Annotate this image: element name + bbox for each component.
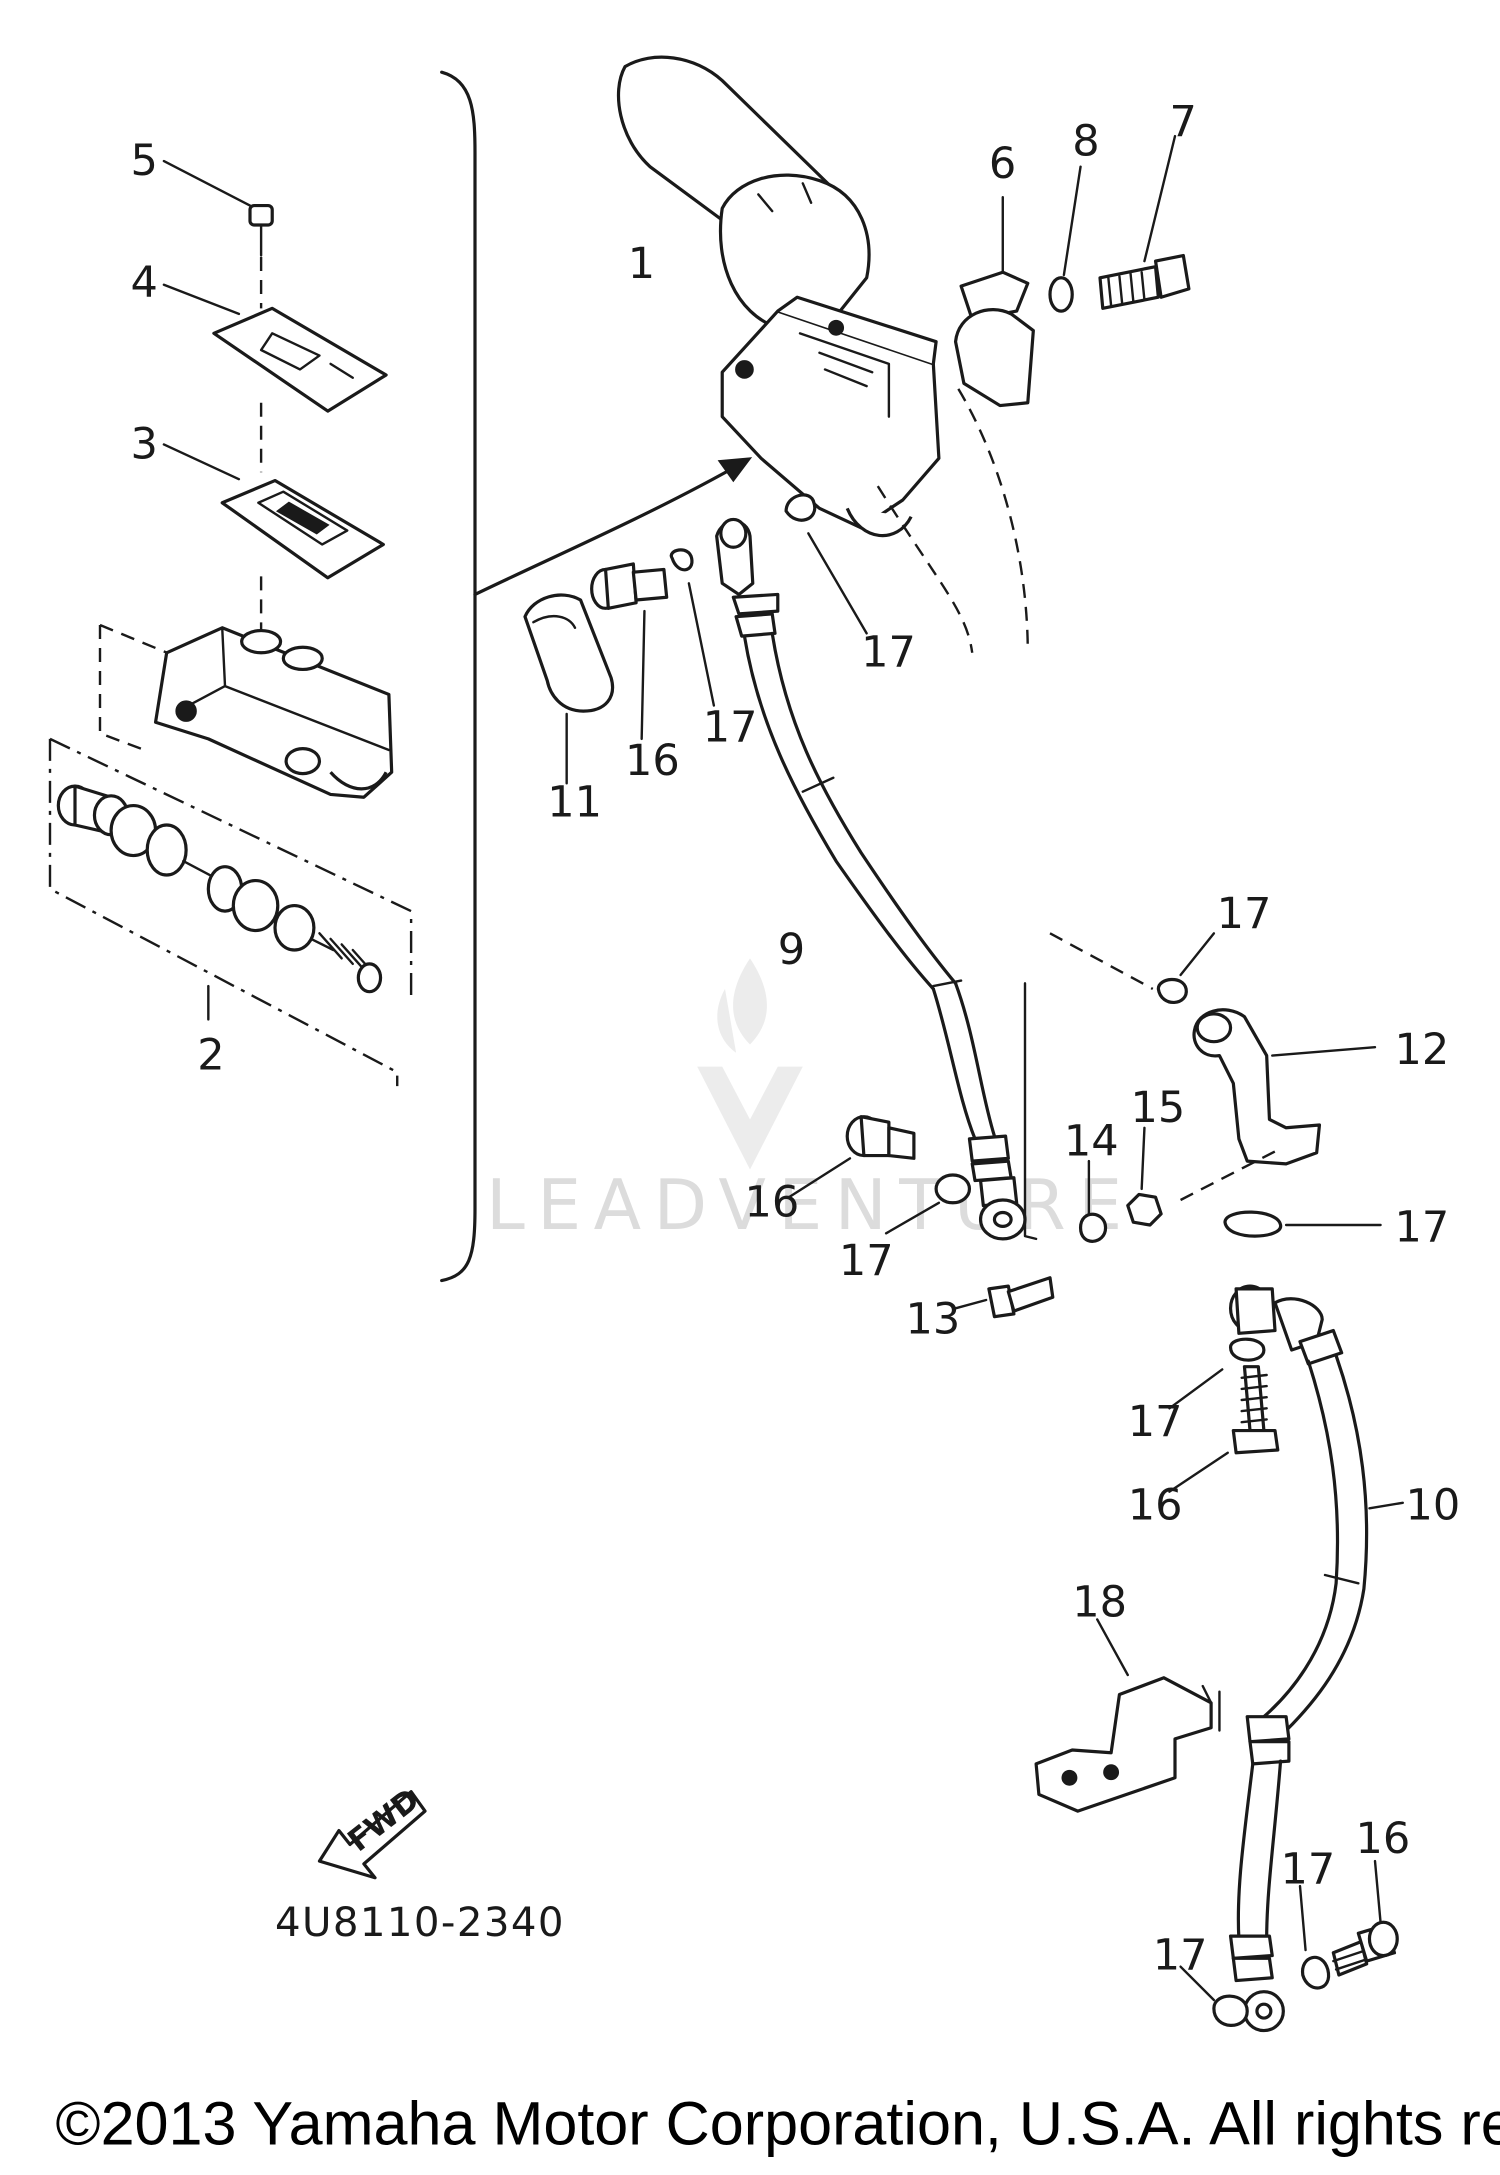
part-hose-holder-bracket [1036, 1619, 1219, 1811]
callout-16-upper: 16 [625, 736, 680, 786]
assembly-arrow [475, 463, 743, 595]
part-nut-joint [1128, 1128, 1161, 1225]
fwd-arrow: FWD [319, 1782, 426, 1877]
callout-6: 6 [989, 139, 1016, 189]
part-union-bolt-middle [789, 1117, 914, 1198]
callout-17-caliper-right: 17 [1281, 1844, 1336, 1894]
callout-16-caliper: 16 [1356, 1814, 1411, 1864]
part-diaphragm [164, 444, 383, 632]
part-brake-hose-lower [1231, 1286, 1403, 2030]
callout-8: 8 [1072, 117, 1099, 167]
part-spring-washer [1050, 167, 1081, 311]
part-bolt-joint [956, 1278, 1053, 1317]
copyright-notice: ©2013 Yamaha Motor Corporation, U.S.A. A… [56, 2089, 1500, 2157]
callout-3: 3 [131, 419, 158, 469]
part-union-bolt-upper [592, 564, 667, 739]
callout-12: 12 [1394, 1025, 1449, 1075]
watermark: LEADVENTURE [486, 958, 1134, 1246]
assembly-arrowhead [719, 458, 750, 480]
callout-17-washer: 17 [1394, 1203, 1449, 1253]
callout-17-joint: 17 [1217, 889, 1272, 939]
part-piston-kit [50, 739, 411, 1086]
part-reservoir-cap [164, 285, 386, 473]
part-union-bolt-lower-a [1169, 1367, 1277, 1492]
part-copper-washer-d [1225, 1212, 1381, 1236]
callout-16-hose-top: 16 [1128, 1480, 1183, 1530]
callout-1: 1 [628, 239, 655, 289]
callout-5: 5 [131, 136, 158, 186]
callout-18: 18 [1072, 1578, 1127, 1628]
part-copper-washer-e [1169, 1339, 1263, 1408]
part-master-cylinder-body [100, 625, 392, 797]
part-union-bolt-lower-b [1333, 1861, 1397, 1975]
diagram-code: 4U8110-2340 [275, 1900, 565, 1946]
callout-17-middle: 17 [839, 1236, 894, 1286]
callout-7: 7 [1169, 97, 1196, 147]
callout-10: 10 [1406, 1480, 1461, 1530]
part-lever-boot [525, 595, 613, 783]
callout-17-hose-top: 17 [1128, 1397, 1183, 1447]
watermark-text: LEADVENTURE [486, 1166, 1134, 1246]
callout-17-upper-right: 17 [861, 628, 916, 678]
callouts: 5 4 3 2 1 6 8 7 11 16 17 17 9 17 12 14 1… [131, 97, 1461, 1980]
part-copper-washer-a [671, 550, 714, 706]
part-copper-washer-c [886, 1175, 969, 1233]
part-spring-washer-joint [1081, 1161, 1106, 1241]
part-brake-hose-upper [717, 519, 1036, 1238]
part-brake-joint [1050, 933, 1375, 1200]
callout-13: 13 [906, 1294, 961, 1344]
callout-17-upper-left: 17 [703, 703, 758, 753]
callout-17-caliper-left: 17 [1153, 1930, 1208, 1980]
part-bolt-holder [1100, 136, 1189, 308]
part-copper-washer-f [1181, 1967, 1248, 2026]
group-bracket [442, 72, 475, 1280]
part-holder-clamp [956, 197, 1034, 405]
callout-9: 9 [778, 925, 805, 975]
part-master-cylinder-assembly [722, 297, 1028, 653]
callout-2: 2 [197, 1030, 224, 1080]
callout-15: 15 [1131, 1083, 1186, 1133]
callout-14: 14 [1064, 1117, 1119, 1167]
callout-16-middle: 16 [744, 1178, 799, 1228]
part-screw [164, 161, 272, 308]
part-copper-washer-b [786, 495, 867, 633]
part-handlebar-grip [618, 57, 868, 328]
part-copper-washer-g [1300, 1886, 1329, 1988]
callout-4: 4 [131, 258, 158, 308]
callout-11: 11 [547, 778, 602, 828]
